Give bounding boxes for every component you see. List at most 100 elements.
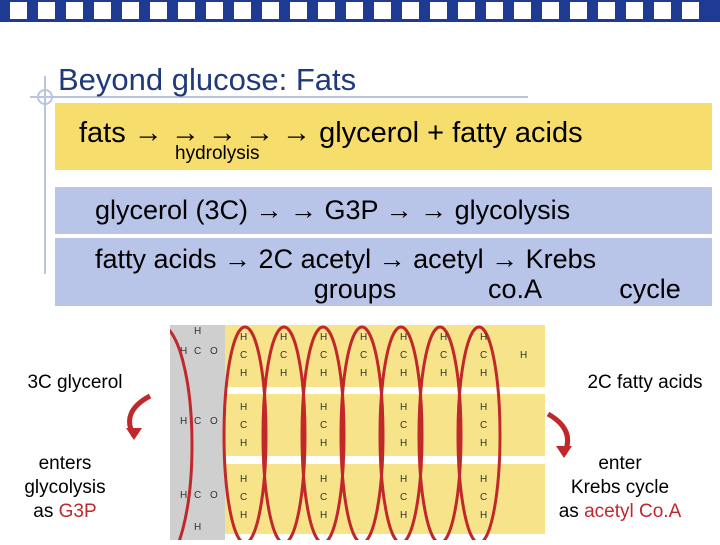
svg-text:H: H (400, 332, 407, 343)
svg-text:H: H (480, 510, 487, 521)
right-line-3: as acetyl Co.A (545, 500, 695, 524)
glycerol-row: glycerol (3C) → → G3P → → glycolysis (55, 187, 712, 234)
svg-text:C: C (440, 350, 447, 361)
bar-square (374, 2, 391, 19)
hydrolysis-label: hydrolysis (175, 143, 260, 164)
left-line-2: glycolysis (24, 477, 106, 498)
svg-text:C: C (400, 492, 407, 503)
svg-text:H: H (240, 368, 247, 379)
fatty-acids-label: 2C fatty acids (587, 372, 703, 393)
svg-text:H: H (194, 326, 201, 337)
slide-title: Beyond glucose: Fats (58, 62, 357, 97)
svg-text:H: H (180, 490, 187, 501)
svg-text:H: H (320, 474, 327, 485)
svg-text:H: H (180, 416, 187, 427)
bar-square (290, 2, 307, 19)
svg-text:C: C (480, 350, 487, 361)
coa-label: co.A (487, 274, 543, 304)
svg-text:C: C (240, 420, 247, 431)
svg-text:H: H (480, 474, 487, 485)
svg-text:H: H (440, 332, 447, 343)
bar-square (542, 2, 559, 19)
svg-text:C: C (320, 420, 327, 431)
slide-top-bar (0, 0, 720, 22)
svg-text:C: C (194, 490, 201, 501)
chain-atoms: HCH HCH HCH HCH HCH HCH HCH H HCH HCH HC… (240, 332, 527, 521)
svg-text:H: H (400, 402, 407, 413)
fatty-acid-row: fatty acids → 2C acetyl → acetyl → Krebs… (55, 238, 712, 306)
hydrolysis-equation: fats → → → → → glycerol + fatty acids (79, 117, 583, 149)
svg-text:C: C (194, 346, 201, 357)
svg-text:H: H (480, 438, 487, 449)
bar-square (318, 2, 335, 19)
svg-text:H: H (400, 510, 407, 521)
left-line-3b: G3P (58, 501, 97, 522)
svg-text:H: H (320, 510, 327, 521)
bar-square (570, 2, 587, 19)
bar-square (682, 2, 699, 19)
svg-text:H: H (240, 510, 247, 521)
fatty-acid-chain-2 (225, 394, 545, 456)
right-caption: enter Krebs cycle as acetyl Co.A (545, 452, 695, 524)
svg-text:C: C (400, 350, 407, 361)
bar-square (10, 2, 27, 19)
svg-text:H: H (280, 368, 287, 379)
bar-square (626, 2, 643, 19)
glycerol-backbone (170, 325, 225, 540)
bar-square (38, 2, 55, 19)
bar-square (206, 2, 223, 19)
svg-text:H: H (400, 368, 407, 379)
bar-square (178, 2, 195, 19)
bar-square (430, 2, 447, 19)
right-curved-arrow (546, 411, 572, 458)
bar-square (94, 2, 111, 19)
bar-square (150, 2, 167, 19)
svg-text:H: H (480, 402, 487, 413)
svg-text:H: H (194, 522, 201, 533)
fatty-acid-equation: fatty acids → 2C acetyl → acetyl → Krebs (95, 244, 597, 274)
svg-text:C: C (480, 420, 487, 431)
svg-text:H: H (400, 474, 407, 485)
svg-text:H: H (520, 350, 527, 361)
svg-text:H: H (240, 474, 247, 485)
svg-text:C: C (240, 492, 247, 503)
title-rule (30, 96, 528, 98)
glycerol-label: 3C glycerol (27, 372, 123, 393)
bar-square (458, 2, 475, 19)
svg-text:H: H (480, 368, 487, 379)
svg-text:H: H (360, 368, 367, 379)
groups-label: groups (313, 274, 397, 304)
bar-square (346, 2, 363, 19)
svg-text:C: C (360, 350, 367, 361)
svg-text:O: O (210, 416, 218, 427)
svg-text:H: H (280, 332, 287, 343)
svg-text:C: C (240, 350, 247, 361)
right-line-3b: acetyl Co.A (584, 501, 682, 522)
svg-text:H: H (440, 368, 447, 379)
bar-square (262, 2, 279, 19)
svg-text:H: H (240, 402, 247, 413)
svg-text:H: H (320, 438, 327, 449)
svg-text:O: O (210, 346, 218, 357)
bar-square (66, 2, 83, 19)
vertical-rule (44, 76, 46, 274)
svg-text:H: H (320, 402, 327, 413)
bar-square (486, 2, 503, 19)
svg-text:C: C (320, 350, 327, 361)
left-caption: enters glycolysis as G3P (0, 452, 130, 524)
svg-text:H: H (320, 368, 327, 379)
left-line-3a: as (33, 501, 59, 522)
svg-text:C: C (400, 420, 407, 431)
bar-square (122, 2, 139, 19)
bar-square (514, 2, 531, 19)
right-line-1: enter (598, 453, 642, 474)
svg-text:C: C (480, 492, 487, 503)
bar-square (598, 2, 615, 19)
svg-text:H: H (400, 438, 407, 449)
svg-text:C: C (194, 416, 201, 427)
bar-square (654, 2, 671, 19)
svg-text:C: C (320, 492, 327, 503)
